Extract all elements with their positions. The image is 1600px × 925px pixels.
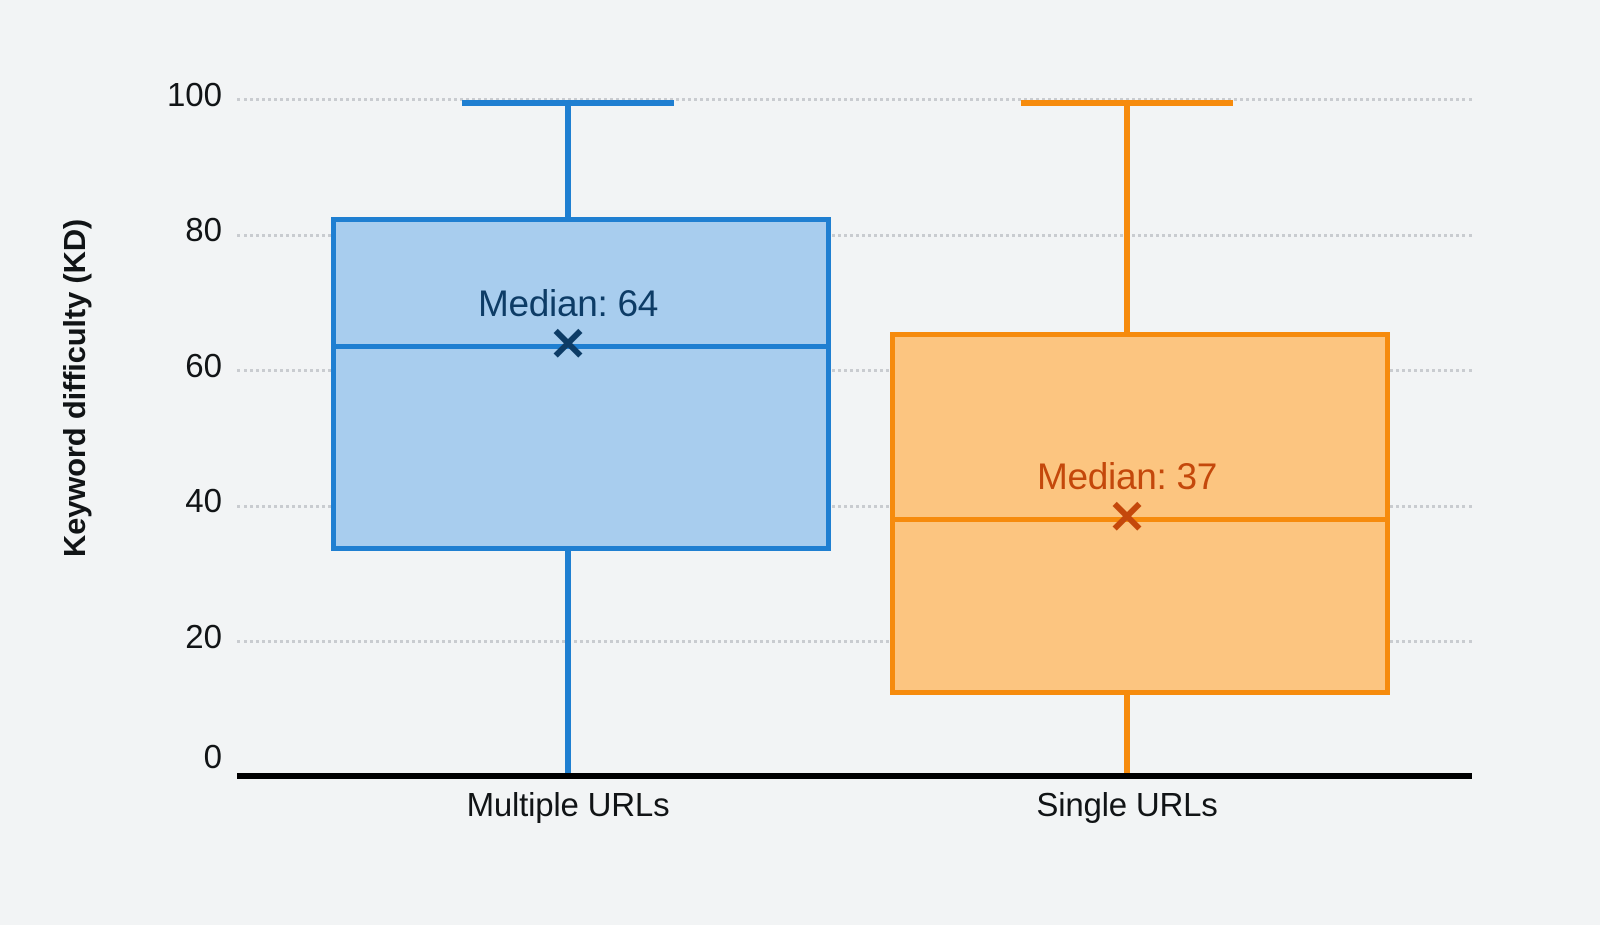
gridline-60 [237, 369, 1472, 372]
whisker-lower-line-single-urls [1124, 695, 1130, 776]
gridline-20 [237, 640, 1472, 643]
y-tick-label-80: 80 [185, 211, 222, 248]
box-rect-single-urls[interactable] [890, 332, 1390, 695]
gridline-40 [237, 505, 1472, 508]
y-axis-title: Keyword difficulty (KD) [57, 218, 92, 558]
mean-marker-single-urls: ✕ [1107, 491, 1147, 544]
y-tick-label-0: 0 [203, 738, 222, 775]
median-label-multiple-urls: Median: 64 [477, 283, 659, 324]
y-tick-label-40: 40 [185, 482, 222, 519]
y-tick-label-100: 100 [166, 76, 222, 113]
y-tick-label-20: 20 [185, 618, 222, 655]
mean-marker-multiple-urls: ✕ [548, 318, 588, 371]
whisker-upper-cap-single-urls [1021, 100, 1233, 106]
gridline-100 [237, 98, 1472, 101]
whisker-upper-cap-multiple-urls [462, 100, 674, 106]
median-line-single-urls [890, 517, 1390, 522]
whisker-lower-line-multiple-urls [565, 551, 571, 776]
median-label-single-urls: Median: 37 [1036, 456, 1218, 497]
x-axis-line [237, 773, 1472, 779]
whisker-upper-line-multiple-urls [565, 103, 571, 277]
y-tick-label-60: 60 [185, 347, 222, 384]
box-rect-multiple-urls[interactable] [331, 217, 831, 551]
x-tick-label-single-urls: Single URLs [1036, 786, 1218, 823]
whisker-upper-line-single-urls [1124, 103, 1130, 332]
x-tick-label-multiple-urls: Multiple URLs [466, 786, 670, 823]
gridline-80 [237, 234, 1472, 237]
median-line-multiple-urls [331, 344, 831, 349]
plot-area: ✕ Median: 64 ✕ Median: 37 [237, 60, 1472, 779]
